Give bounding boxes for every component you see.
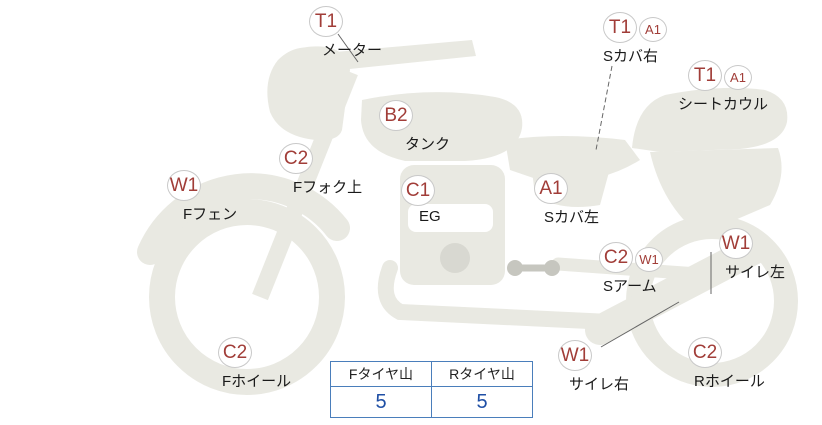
silencer-right-connector-line xyxy=(600,301,680,348)
part-label: Sアーム xyxy=(603,278,657,295)
grade-badges: C2 xyxy=(279,143,313,174)
grade-sub-badge: A1 xyxy=(639,17,667,42)
scover-right-connector-line xyxy=(595,65,613,151)
part-label: Fフォク上 xyxy=(293,179,363,196)
callout-tank: B2 タンク xyxy=(379,100,450,154)
part-label: Sカバ左 xyxy=(544,209,600,226)
grade-badges: C2 xyxy=(688,337,722,368)
engine-case xyxy=(440,243,470,273)
grade-badges: W1 xyxy=(719,228,753,259)
grade-sub-badge: A1 xyxy=(724,65,752,90)
part-label: Fフェン xyxy=(183,206,238,223)
swing-arm xyxy=(551,257,705,281)
part-label: サイレ左 xyxy=(725,264,786,281)
grade-badge: C1 xyxy=(401,175,435,206)
rear-tire-tread-value: 5 xyxy=(431,386,533,418)
callout-front-wheel: C2 Fホイール xyxy=(218,337,291,391)
seat-cowl xyxy=(632,87,788,152)
exhaust-pipe xyxy=(377,260,618,330)
part-label: Sカバ右 xyxy=(603,48,659,65)
front-cowl xyxy=(267,46,350,141)
grade-badges: W1 xyxy=(558,340,592,371)
grade-badge: W1 xyxy=(719,228,753,259)
grade-badges: T1 A1 xyxy=(688,60,752,91)
part-label: サイレ右 xyxy=(569,376,630,393)
part-label: Fホイール xyxy=(222,373,292,390)
grade-badge: C2 xyxy=(279,143,313,174)
callout-seat-cowl: T1 A1 シートカウル xyxy=(678,60,778,114)
bike-body-shapes xyxy=(137,40,798,395)
grade-badge: C2 xyxy=(218,337,252,368)
grade-badge: W1 xyxy=(558,340,592,371)
part-label: タンク xyxy=(405,136,451,153)
grade-badge: W1 xyxy=(167,170,201,201)
part-label: メーター xyxy=(322,42,383,59)
grade-badges: A1 xyxy=(534,173,568,204)
grade-badges: C2 xyxy=(218,337,252,368)
grade-badges: W1 xyxy=(167,170,201,201)
handlebar xyxy=(335,40,476,70)
callout-silencer-left: W1 サイレ左 xyxy=(719,228,785,282)
grade-badge: C2 xyxy=(688,337,722,368)
grade-badges: B2 xyxy=(379,100,413,131)
muffler xyxy=(585,233,772,345)
grade-badges: C1 xyxy=(401,175,435,206)
grade-badges: C2 W1 xyxy=(599,242,663,273)
grade-badges: T1 xyxy=(309,6,343,37)
front-tire-tread-value: 5 xyxy=(330,386,432,418)
grade-badge: T1 xyxy=(603,12,637,43)
callout-connector-lines xyxy=(337,33,712,348)
part-label: Rホイール xyxy=(694,373,765,390)
rear-frame xyxy=(650,148,782,235)
rear-tire-tread-header: Rタイヤ山 xyxy=(431,361,533,387)
callout-engine: C1 EG xyxy=(401,175,441,225)
grade-badge: C2 xyxy=(599,242,633,273)
callout-silencer-right: W1 サイレ右 xyxy=(558,340,629,394)
part-label: シートカウル xyxy=(678,96,769,113)
callout-front-fork-upper: C2 Fフォク上 xyxy=(279,143,362,197)
grade-badge: A1 xyxy=(534,173,568,204)
grade-badges: T1 A1 xyxy=(603,12,667,43)
callout-meter: T1 メーター xyxy=(309,6,382,60)
grade-badge: B2 xyxy=(379,100,413,131)
callout-front-fender: W1 Fフェン xyxy=(167,170,237,224)
meter-connector-line xyxy=(337,33,359,63)
callout-swing-arm: C2 W1 Sアーム xyxy=(599,242,663,296)
footpeg-linkage xyxy=(507,260,560,276)
front-tire-tread-header: Fタイヤ山 xyxy=(330,361,432,387)
engine-gap xyxy=(408,204,493,232)
part-label: EG xyxy=(419,208,441,225)
grade-badge: T1 xyxy=(688,60,722,91)
tire-tread-table: Fタイヤ山 Rタイヤ山 5 5 xyxy=(330,361,533,418)
grade-sub-badge: W1 xyxy=(635,247,663,272)
front-wheel xyxy=(149,199,345,395)
callout-rear-wheel: C2 Rホイール xyxy=(688,337,765,391)
callout-side-cover-right: T1 A1 Sカバ右 xyxy=(603,12,667,66)
grade-badge: T1 xyxy=(309,6,343,37)
front-fender xyxy=(137,173,350,265)
callout-side-cover-left: A1 Sカバ左 xyxy=(534,173,599,227)
